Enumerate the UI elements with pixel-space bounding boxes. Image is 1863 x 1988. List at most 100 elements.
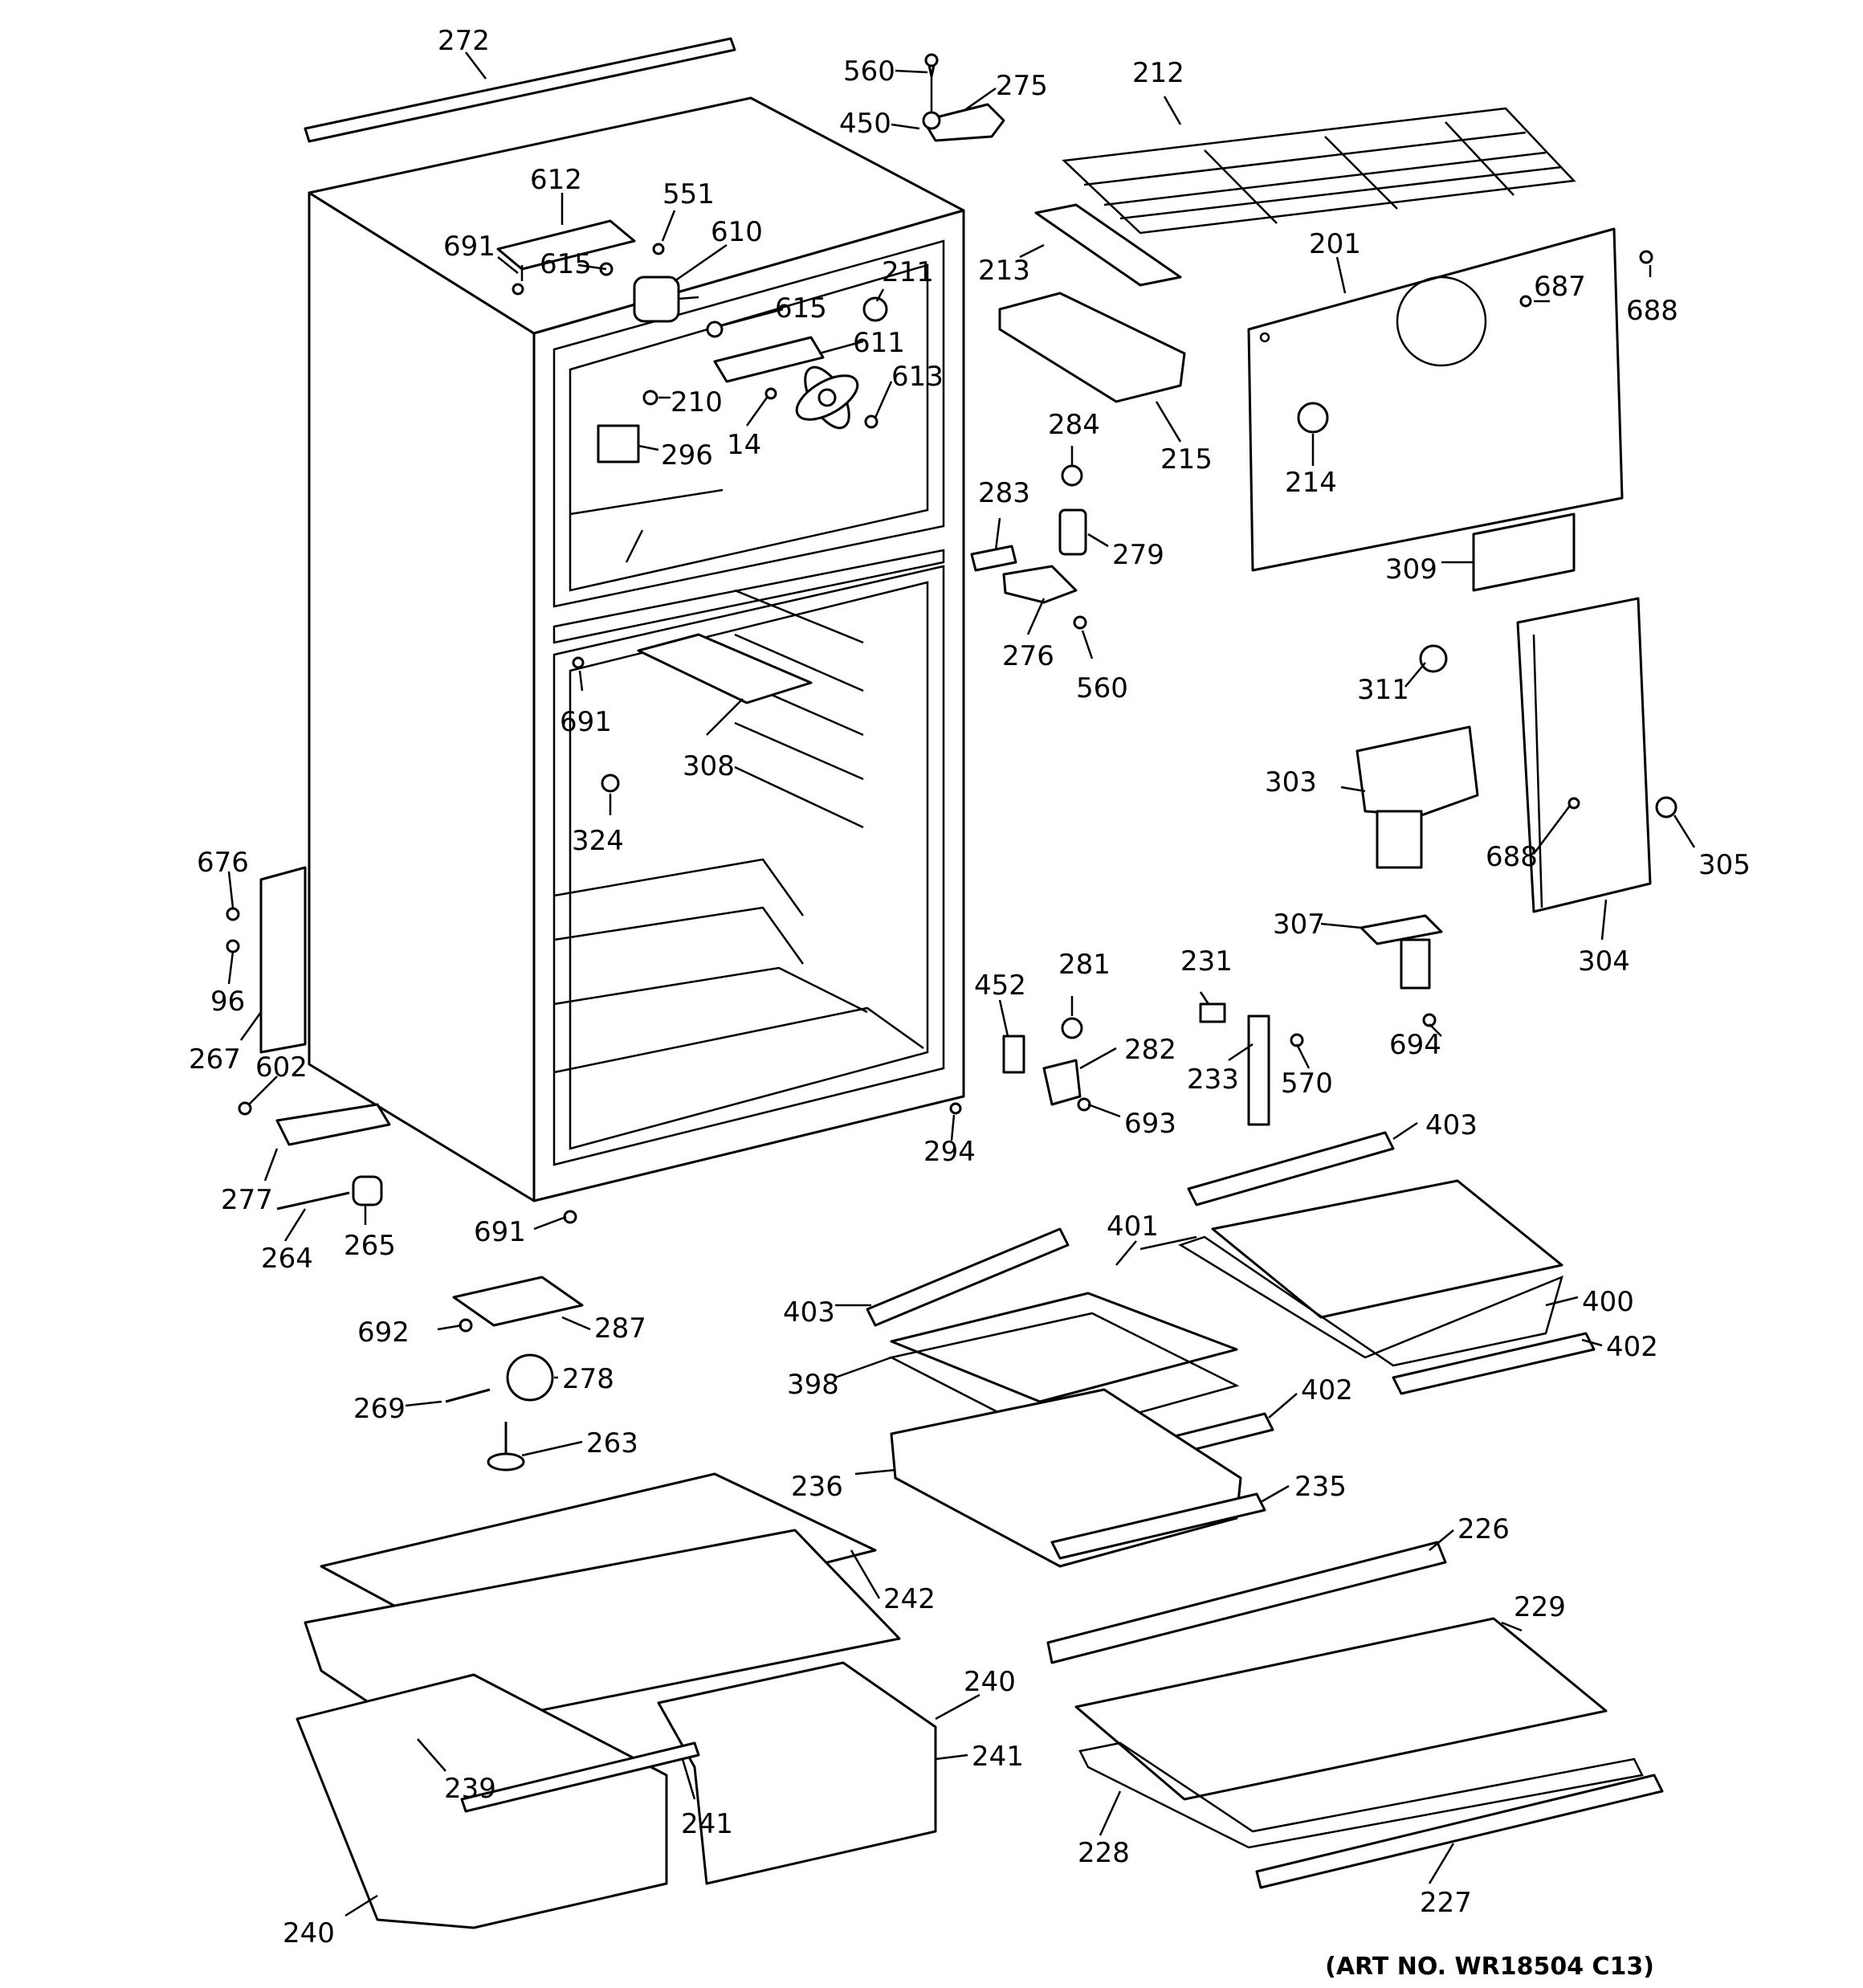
callout-228: 228 [1078, 1837, 1130, 1869]
callout-211: 211 [882, 256, 934, 288]
grommet-211 [862, 296, 888, 322]
callout-236: 236 [791, 1471, 843, 1503]
shelf-frame-401-right [1178, 1235, 1563, 1367]
fan-bracket-611 [713, 336, 825, 383]
callout-287: 287 [594, 1312, 646, 1345]
nameplate-309 [1472, 512, 1576, 592]
screws [226, 53, 1653, 1333]
pin-269 [445, 1388, 491, 1403]
callout-691: 691 [443, 231, 495, 263]
callout-676: 676 [197, 847, 249, 879]
callout-400: 400 [1582, 1286, 1634, 1318]
cabinet-case [308, 96, 965, 1202]
callout-613: 613 [891, 361, 944, 393]
callout-452: 452 [974, 970, 1026, 1002]
callout-240: 240 [283, 1917, 335, 1949]
callout-263: 263 [586, 1427, 638, 1459]
callout-276: 276 [1002, 640, 1054, 672]
callout-212: 212 [1132, 57, 1184, 89]
callout-688: 688 [1626, 295, 1678, 327]
bottom-hinge-282 [1042, 1059, 1082, 1106]
shelf-frame-228 [1078, 1741, 1644, 1849]
callout-210: 210 [671, 386, 723, 418]
callout-691: 691 [474, 1216, 526, 1248]
callout-694: 694 [1389, 1029, 1441, 1061]
control-housing-304 [1516, 597, 1652, 913]
callout-311: 311 [1357, 674, 1409, 706]
shelf-glass-400 [1211, 1179, 1563, 1319]
bushing-284 [1061, 464, 1083, 487]
pan-trim-235 [1050, 1492, 1266, 1560]
freezer-shelf-212 [1062, 107, 1576, 235]
roller-278 [506, 1353, 554, 1402]
thermostat-305 [1655, 796, 1678, 818]
shelf-glass-398 [890, 1292, 1238, 1403]
shelf-glass-229 [1074, 1617, 1608, 1801]
callout-283: 283 [978, 477, 1030, 509]
plug-231 [1199, 1002, 1226, 1023]
callout-240: 240 [964, 1666, 1016, 1698]
ice-bin-215 [998, 292, 1186, 403]
callout-309: 309 [1385, 553, 1437, 586]
callout-227: 227 [1420, 1887, 1472, 1919]
callout-402: 402 [1301, 1374, 1353, 1406]
callout-401: 401 [1107, 1210, 1159, 1243]
callout-551: 551 [662, 178, 715, 210]
callout-307: 307 [1273, 908, 1325, 941]
callout-281: 281 [1058, 949, 1111, 981]
cover-287 [452, 1276, 584, 1327]
damper-bracket-612 [496, 219, 636, 281]
callout-267: 267 [189, 1043, 241, 1076]
ice-tray-213 [1034, 203, 1182, 287]
hinge-plate-283 [970, 545, 1017, 572]
callout-305: 305 [1698, 849, 1751, 881]
callout-277: 277 [221, 1184, 273, 1216]
callout-labels: 272 560 275 212 450 612 551 610 691 615 … [189, 25, 1751, 1949]
callout-14: 14 [727, 429, 761, 461]
shelf-trim-403-left [866, 1227, 1070, 1327]
callout-264: 264 [261, 1243, 313, 1275]
callout-282: 282 [1124, 1034, 1176, 1066]
shelf-trim-227 [1255, 1774, 1664, 1889]
control-knob-311 [1419, 644, 1448, 673]
callout-241: 241 [972, 1741, 1024, 1773]
callout-611: 611 [853, 327, 905, 359]
callout-96: 96 [210, 986, 245, 1018]
callout-610: 610 [711, 216, 763, 248]
callout-265: 265 [344, 1230, 396, 1262]
callout-403: 403 [1425, 1109, 1478, 1141]
callout-242: 242 [883, 1583, 936, 1615]
callout-241: 241 [681, 1808, 733, 1840]
callout-226: 226 [1457, 1513, 1510, 1545]
fan-blade-613 [795, 365, 859, 430]
callout-691: 691 [560, 706, 612, 738]
callout-615: 615 [540, 248, 592, 280]
callout-214: 214 [1285, 467, 1337, 499]
callout-560: 560 [843, 55, 895, 88]
callout-692: 692 [357, 1316, 410, 1349]
callout-284: 284 [1048, 409, 1100, 441]
mullion-hinge-267 [259, 866, 307, 1054]
callout-602: 602 [255, 1051, 308, 1084]
callout-560: 560 [1076, 672, 1128, 704]
callout-450: 450 [839, 108, 891, 140]
callout-233: 233 [1187, 1063, 1239, 1096]
bushing-281 [1061, 1017, 1083, 1039]
shelf-trim-226 [1046, 1541, 1447, 1664]
mullion-strip-452 [1002, 1035, 1025, 1074]
callout-402: 402 [1606, 1331, 1658, 1363]
drawer-handle-241 [460, 1741, 700, 1813]
callout-215: 215 [1160, 443, 1213, 476]
callout-269: 269 [353, 1393, 406, 1425]
callout-303: 303 [1265, 766, 1317, 798]
callout-308: 308 [683, 750, 735, 782]
fan-motor-610 [633, 276, 699, 323]
breaker-strip-272 [304, 37, 736, 143]
leveling-leg-263 [487, 1422, 525, 1472]
callout-239: 239 [444, 1773, 496, 1805]
callout-687: 687 [1534, 271, 1586, 303]
callout-279: 279 [1112, 539, 1164, 571]
callout-304: 304 [1578, 945, 1630, 978]
callout-296: 296 [661, 439, 713, 471]
